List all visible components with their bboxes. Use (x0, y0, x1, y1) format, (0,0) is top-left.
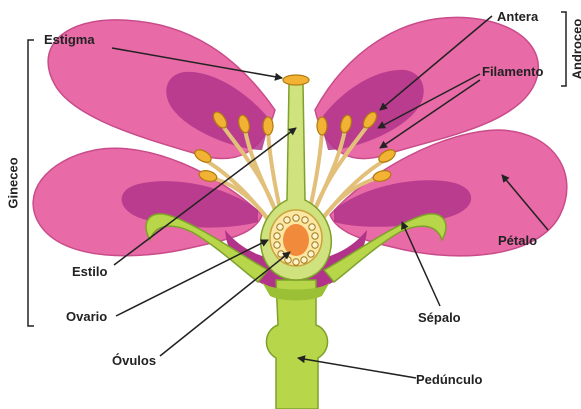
stigma (283, 75, 309, 85)
label-petalo: Pétalo (498, 233, 537, 248)
gineceo-bracket (28, 40, 34, 326)
label-filamento: Filamento (482, 64, 543, 79)
label-estilo: Estilo (72, 264, 107, 279)
label-androceo: Androceo (569, 19, 581, 80)
label-sepalo: Sépalo (418, 310, 461, 325)
label-antera: Antera (497, 9, 539, 24)
anther (317, 117, 327, 135)
ovary-core (283, 224, 309, 256)
label-gineceo: Gineceo (5, 157, 20, 208)
label-ovulos: Óvulos (112, 353, 156, 368)
label-estigma: Estigma (44, 32, 95, 47)
label-ovario: Ovario (66, 309, 107, 324)
label-pedunculo: Pedúnculo (416, 372, 483, 387)
anther (263, 117, 273, 135)
androceo-bracket (561, 12, 566, 86)
